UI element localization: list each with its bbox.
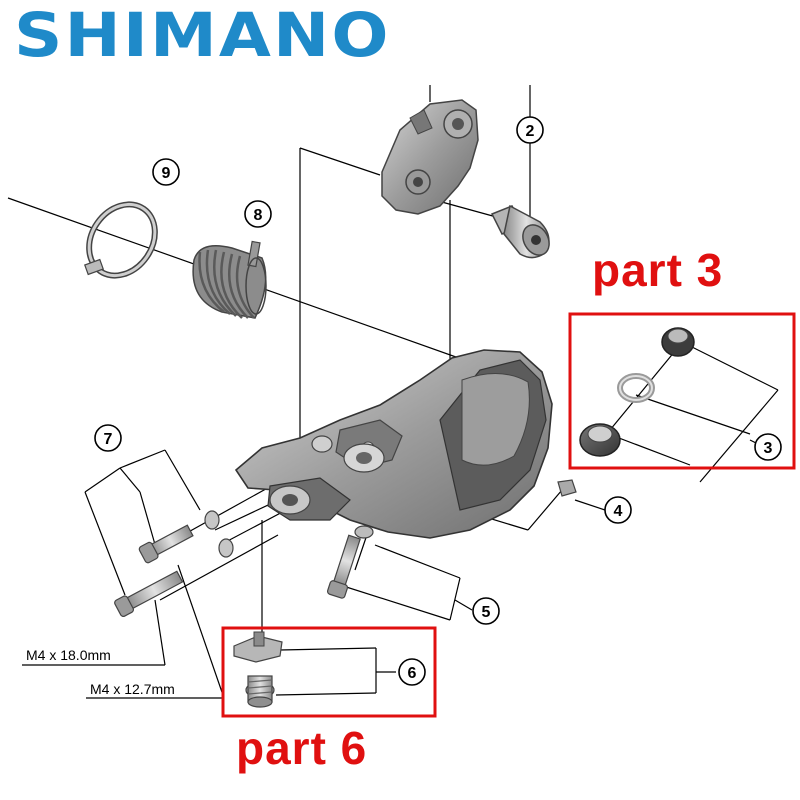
part-number-2: 2	[516, 116, 544, 144]
part-number-circle	[604, 496, 632, 524]
part-6-highlight-box	[221, 626, 437, 718]
part-3-cable-adjuster	[579, 327, 695, 457]
part-number-circle	[472, 597, 500, 625]
part-number-circle	[94, 424, 122, 452]
part-number-text: 6	[408, 665, 417, 682]
part-number-4: 4	[604, 496, 632, 524]
part-number-circle	[398, 658, 426, 686]
part-number-text: 5	[482, 604, 491, 621]
part-number-9: 9	[152, 158, 180, 186]
part-7-bolts-and-washers	[114, 510, 234, 617]
part-number-5: 5	[472, 597, 500, 625]
dimension-label-12-7mm: M4 x 12.7mm	[90, 681, 175, 697]
part-number-text: 9	[162, 165, 171, 182]
part-number-text: 8	[254, 207, 263, 224]
part-4-adjust-screw	[557, 479, 577, 497]
dimension-label-18mm: M4 x 18.0mm	[26, 647, 111, 663]
part-number-6: 6	[398, 658, 426, 686]
part-2-bolt	[490, 204, 550, 259]
part-9-clip-ring	[84, 201, 158, 279]
part-number-circle	[516, 116, 544, 144]
part-3-highlight-box	[568, 312, 796, 470]
part-6-bolt-and-plate	[233, 631, 283, 708]
mounting-bracket	[381, 99, 479, 215]
part-number-text: 2	[526, 123, 535, 140]
part-number-text: 4	[614, 503, 623, 520]
part-number-circle	[152, 158, 180, 186]
part-number-circle	[244, 200, 272, 228]
part-number-text: 7	[104, 431, 113, 448]
shimano-logo: SHIMANO	[14, 1, 391, 72]
part-number-3: 3	[754, 433, 782, 461]
part-number-callouts: 2 3 4 5 6 7 8 9	[94, 116, 782, 686]
part-number-text: 3	[764, 440, 773, 457]
part-number-8: 8	[244, 200, 272, 228]
part-5-screw	[326, 525, 374, 599]
callout-part-3: part 3	[592, 244, 724, 296]
part-number-7: 7	[94, 424, 122, 452]
part-number-circle	[754, 433, 782, 461]
part-8-coil-spring	[192, 240, 267, 319]
derailleur-body	[234, 349, 553, 539]
callout-part-6: part 6	[236, 722, 368, 774]
